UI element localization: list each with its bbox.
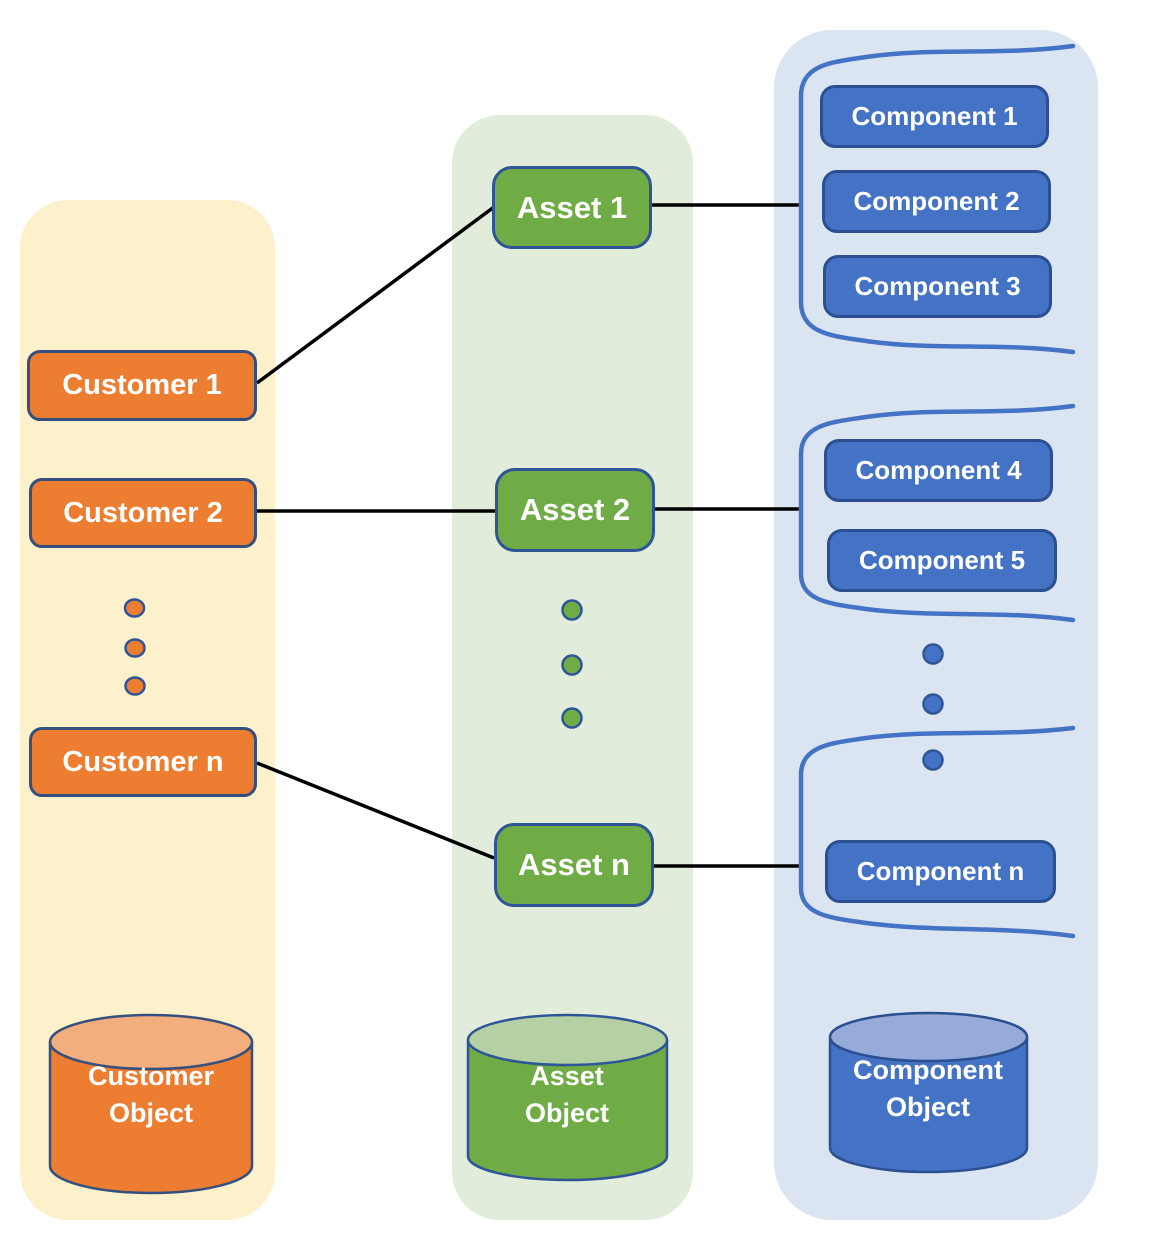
- node-customer-n-label: Customer n: [62, 745, 224, 778]
- node-customer-1: Customer 1: [27, 350, 257, 421]
- asset-object-label: Asset Object: [476, 1058, 658, 1132]
- asset-column-background: [452, 115, 693, 1220]
- node-customer-1-label: Customer 1: [62, 369, 222, 401]
- node-customer-2-label: Customer 2: [63, 496, 223, 529]
- node-asset-n: Asset n: [494, 823, 654, 907]
- node-asset-1-label: Asset 1: [516, 189, 628, 225]
- component-object-label-line2: Object: [885, 1092, 971, 1122]
- node-asset-1: Asset 1: [492, 166, 652, 249]
- customer-object-label-line2: Object: [108, 1098, 194, 1128]
- node-component-n: Component n: [825, 840, 1056, 903]
- node-asset-2-label: Asset 2: [519, 492, 631, 527]
- node-component-5: Component 5: [827, 529, 1057, 592]
- node-component-2-label: Component 2: [853, 186, 1020, 216]
- node-component-2: Component 2: [822, 170, 1051, 233]
- component-object-label-line1: Component: [853, 1055, 1003, 1085]
- node-component-1: Component 1: [820, 85, 1049, 148]
- node-component-3-label: Component 3: [854, 271, 1021, 301]
- asset-object-label-line1: Asset: [530, 1061, 604, 1091]
- node-component-4: Component 4: [824, 439, 1053, 502]
- customer-object-label: Customer Object: [60, 1058, 242, 1132]
- node-customer-n: Customer n: [29, 727, 257, 797]
- node-customer-2: Customer 2: [29, 478, 257, 548]
- node-component-5-label: Component 5: [858, 545, 1026, 575]
- node-asset-2: Asset 2: [495, 468, 655, 552]
- node-component-n-label: Component n: [856, 856, 1025, 886]
- node-component-1-label: Component 1: [851, 101, 1018, 131]
- node-asset-n-label: Asset n: [518, 847, 630, 882]
- node-component-3: Component 3: [823, 255, 1052, 318]
- customer-object-label-line1: Customer: [87, 1061, 215, 1091]
- node-component-4-label: Component 4: [855, 455, 1022, 485]
- component-object-label: Component Object: [837, 1052, 1019, 1126]
- asset-object-label-line2: Object: [524, 1098, 610, 1128]
